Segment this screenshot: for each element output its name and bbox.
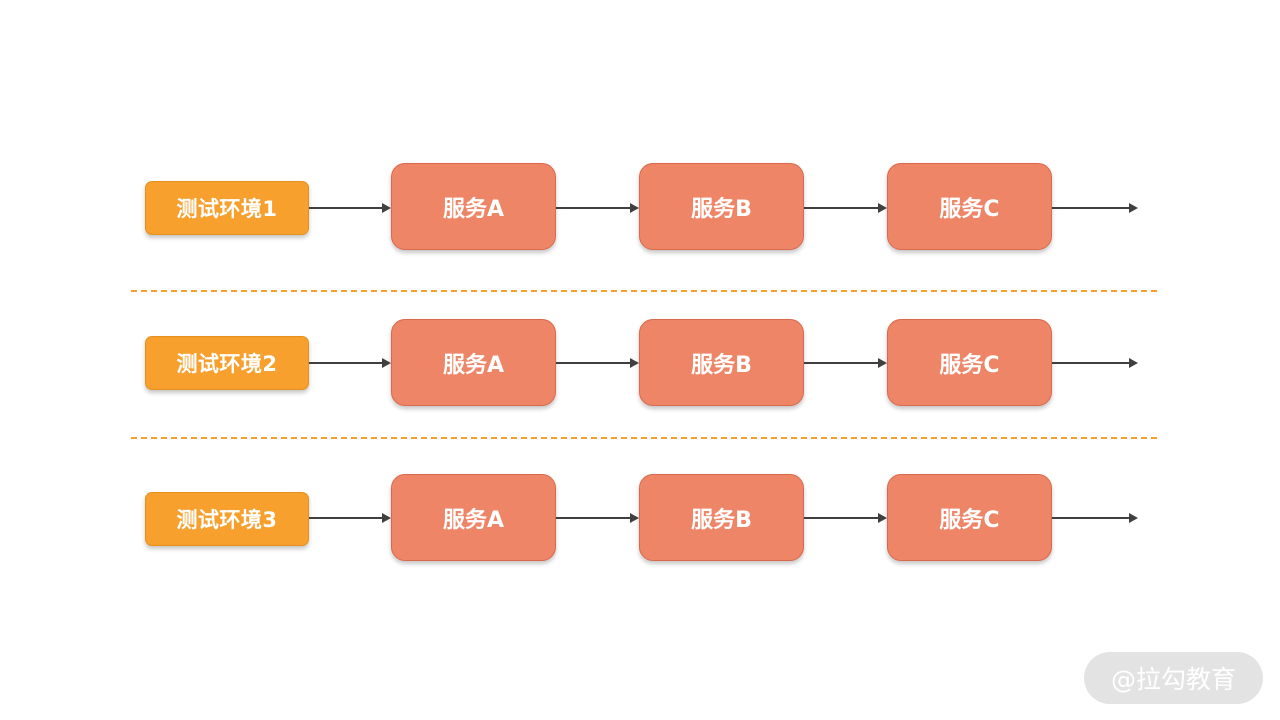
arrow-row1-out: [1052, 203, 1138, 213]
row3-service-b-box: 服务B: [639, 474, 804, 561]
arrow-row3-out: [1052, 513, 1138, 523]
env-box-2: 测试环境2: [145, 336, 309, 390]
arrow-row3-a-to-b: [556, 513, 639, 523]
arrow-row3-b-to-c: [804, 513, 887, 523]
row1-service-c-box: 服务C: [887, 163, 1052, 250]
arrow-env2-to-service-a: [309, 358, 391, 368]
row1-service-b-box: 服务B: [639, 163, 804, 250]
arrow-row2-out: [1052, 358, 1138, 368]
arrow-row2-a-to-b: [556, 358, 639, 368]
row1-service-a-box: 服务A: [391, 163, 556, 250]
arrow-row1-b-to-c: [804, 203, 887, 213]
divider-2: [131, 437, 1157, 439]
arrow-row1-a-to-b: [556, 203, 639, 213]
arrow-row2-b-to-c: [804, 358, 887, 368]
arrow-env3-to-service-a: [309, 513, 391, 523]
row2-service-b-box: 服务B: [639, 319, 804, 406]
arrow-env1-to-service-a: [309, 203, 391, 213]
row3-service-c-box: 服务C: [887, 474, 1052, 561]
divider-1: [131, 290, 1157, 292]
env-box-1: 测试环境1: [145, 181, 309, 235]
env-box-3: 测试环境3: [145, 492, 309, 546]
watermark-badge: @拉勾教育: [1084, 652, 1263, 704]
row3-service-a-box: 服务A: [391, 474, 556, 561]
row2-service-a-box: 服务A: [391, 319, 556, 406]
row2-service-c-box: 服务C: [887, 319, 1052, 406]
